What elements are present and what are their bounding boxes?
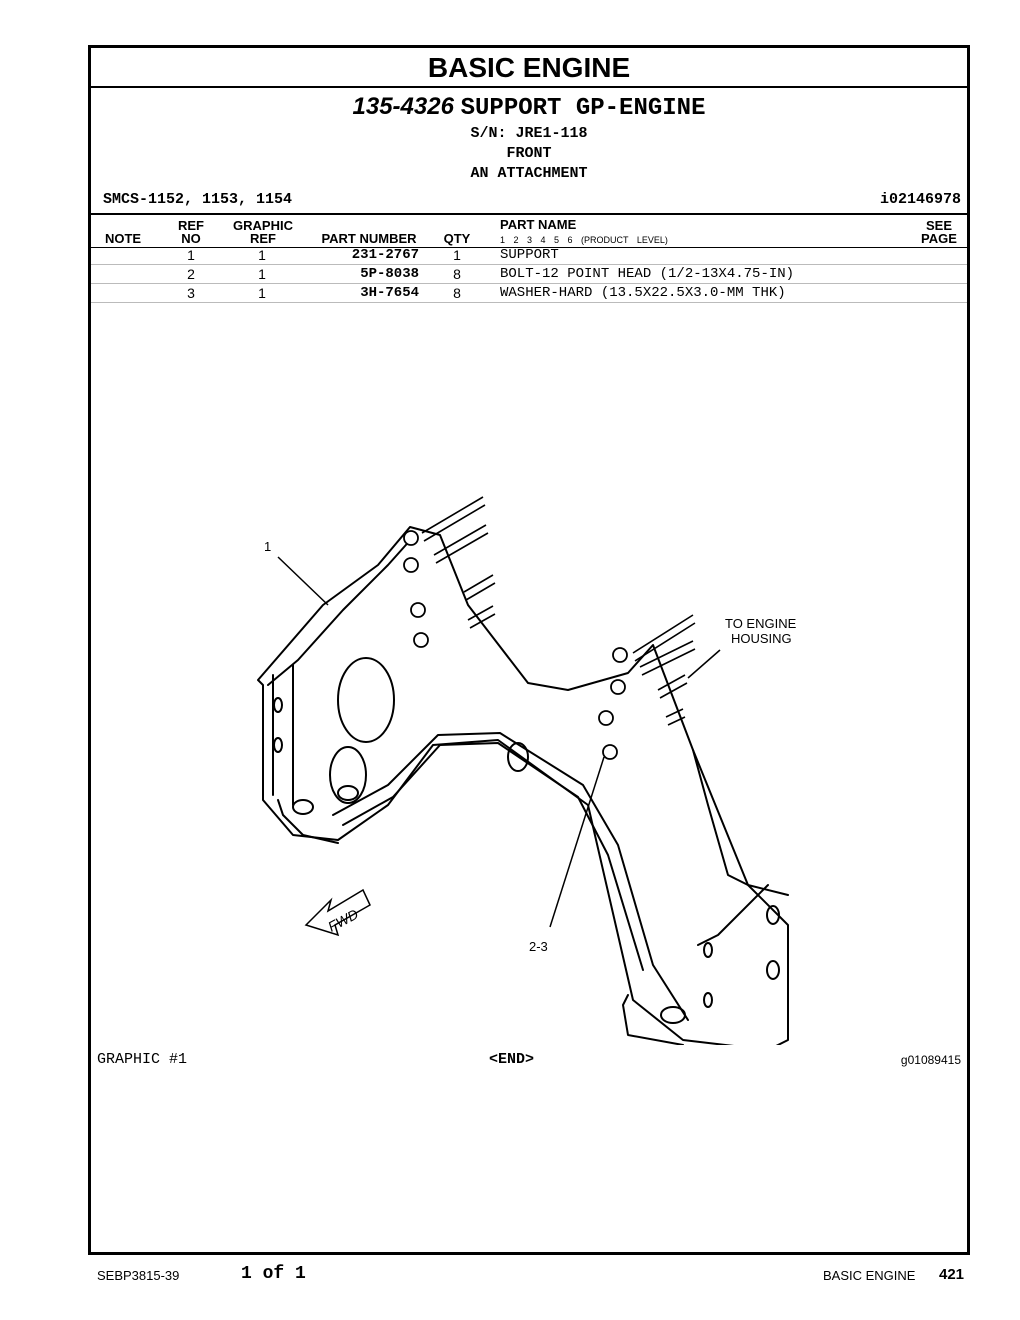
graphic-ref: 1 <box>258 285 266 301</box>
col-see-top: SEE <box>925 218 952 233</box>
right-foot <box>622 994 684 1045</box>
part-number: 3H-7654 <box>360 285 419 301</box>
callout-1: 1 <box>264 539 271 554</box>
graphic-ref: 1 <box>258 266 266 282</box>
leader-line-engine-housing <box>687 649 721 679</box>
location: FRONT <box>506 145 552 162</box>
col-ref-top: REF <box>178 218 204 233</box>
bolt-head <box>602 744 618 760</box>
col-note: NOTE <box>104 231 142 246</box>
to-engine-label-line2: HOUSING <box>731 631 792 646</box>
parts-table-header: NOTE REF NO GRAPHIC REF PART NUMBER QTY … <box>91 213 967 248</box>
col-qty: QTY <box>443 231 471 246</box>
bolt-shank <box>463 574 496 601</box>
large-hole <box>337 657 395 743</box>
side-hole-1 <box>273 697 283 713</box>
serial-number: S/N: JRE1-118 <box>470 125 588 142</box>
section-title: BASIC ENGINE <box>91 48 967 88</box>
col-part-number: PART NUMBER <box>321 231 417 246</box>
footer-page-number: 421 <box>939 1266 965 1283</box>
smcs-codes: SMCS-1152, 1153, 1154 <box>103 191 293 208</box>
col-graphic-bottom: REF <box>250 231 276 246</box>
col-see-bottom: PAGE <box>921 231 957 246</box>
group-number: 135-4326 <box>352 93 454 120</box>
group-name: SUPPORT GP-ENGINE <box>460 95 706 122</box>
leader-line-1 <box>277 556 329 606</box>
right-tower-face <box>697 884 769 946</box>
bracket-cross-member-inner <box>342 742 644 971</box>
bolt-shank <box>421 496 486 542</box>
footer-section: BASIC ENGINE <box>823 1268 916 1283</box>
center-hole <box>507 742 529 772</box>
attachment-note: AN ATTACHMENT <box>470 165 588 182</box>
bracket-web <box>267 536 414 686</box>
forward-arrow: FWD <box>304 888 371 937</box>
bolt-head <box>410 602 426 618</box>
bolt-head <box>403 530 419 546</box>
part-name: WASHER-HARD (13.5X22.5X3.0-MM THK) <box>500 285 786 301</box>
left-foot <box>277 799 339 844</box>
tower-hole-4 <box>703 992 713 1008</box>
table-row: 3 1 3H-7654 8 WASHER-HARD (13.5X22.5X3.0… <box>91 284 967 303</box>
table-row: 1 1 231-2767 1 SUPPORT <box>91 246 967 265</box>
page-frame: BASIC ENGINE 135-4326 SUPPORT GP-ENGINE … <box>88 45 970 1255</box>
bolt-shank <box>665 708 686 726</box>
group-heading: 135-4326 SUPPORT GP-ENGINE <box>91 92 967 124</box>
left-upright <box>272 664 294 806</box>
to-engine-label-line1: TO ENGINE <box>725 616 797 631</box>
part-number: 5P-8038 <box>360 266 419 282</box>
bolt-head <box>403 557 419 573</box>
engine-support-illustration: FWD 1 2-3 TO ENGINE HOUSING <box>257 496 797 1045</box>
ref-no: 2 <box>187 266 195 282</box>
bolt-shank <box>632 614 696 662</box>
col-part-name: PART NAME <box>500 217 577 232</box>
bracket-outline <box>257 526 789 1045</box>
ref-no: 3 <box>187 285 195 301</box>
bolt-shank <box>433 524 489 564</box>
foot-hole-right <box>660 1006 686 1024</box>
table-row: 2 1 5P-8038 8 BOLT-12 POINT HEAD (1/2-13… <box>91 265 967 284</box>
lower-opening <box>329 746 367 804</box>
ref-no: 1 <box>187 247 195 263</box>
graphic-label: GRAPHIC #1 <box>97 1051 188 1068</box>
part-name: BOLT-12 POINT HEAD (1/2-13X4.75-IN) <box>500 266 795 282</box>
graphic-number: g01089415 <box>900 1053 961 1067</box>
quantity: 1 <box>453 247 461 263</box>
bolt-shank <box>657 674 688 699</box>
foot-hole-left-1 <box>292 799 314 815</box>
bracket-cross-member <box>332 732 689 1021</box>
right-tower <box>692 749 789 896</box>
callout-2-3: 2-3 <box>529 939 548 954</box>
part-name: SUPPORT <box>500 247 559 263</box>
group-title: 135-4326 SUPPORT GP-ENGINE S/N: JRE1-118… <box>91 92 967 184</box>
bolt-shank <box>639 640 696 676</box>
tower-hole-2 <box>766 905 780 925</box>
leader-line-2-3 <box>549 756 605 928</box>
tower-hole-1 <box>703 942 713 958</box>
illustration-id: i02146978 <box>879 191 961 208</box>
footer-page-count: 1 of 1 <box>241 1264 306 1284</box>
tower-hole-3 <box>766 960 780 980</box>
bolt-head <box>610 679 626 695</box>
quantity: 8 <box>453 266 461 282</box>
graphic-ref: 1 <box>258 247 266 263</box>
side-hole-2 <box>273 737 283 753</box>
foot-hole-left-2 <box>337 785 359 801</box>
quantity: 8 <box>453 285 461 301</box>
bolt-head <box>612 647 628 663</box>
bolt-shank <box>467 605 496 629</box>
part-number: 231-2767 <box>351 247 419 263</box>
bolt-head <box>413 632 429 648</box>
end-label: <END> <box>489 1051 535 1068</box>
product-levels: 1 2 3 4 5 6 (PRODUCT LEVEL) <box>500 235 668 245</box>
col-graphic-top: GRAPHIC <box>233 218 293 233</box>
footer-doc-number: SEBP3815-39 <box>97 1268 180 1283</box>
bolt-head <box>598 710 614 726</box>
col-ref-bottom: NO <box>181 231 201 246</box>
